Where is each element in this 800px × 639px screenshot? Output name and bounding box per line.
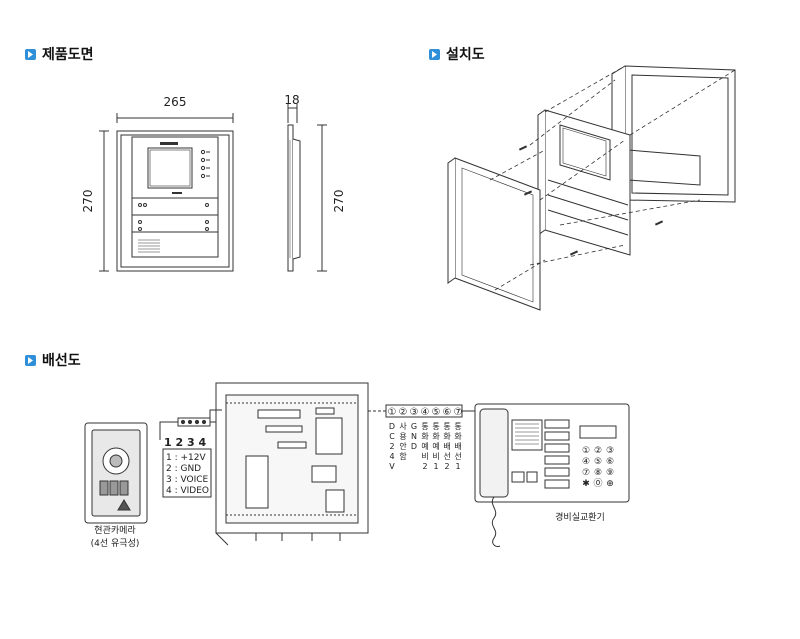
terminal-5-label-char: 통 <box>432 422 439 431</box>
terminal-2-label-char: 함 <box>399 452 407 461</box>
arrow-bullet-icon <box>429 48 440 60</box>
keypad-key: ⑧ <box>594 468 602 478</box>
device-unit <box>537 109 631 256</box>
terminal-6-label-char: 선 <box>443 452 450 461</box>
terminal-3-label-char: D <box>411 442 417 451</box>
terminal-6-label-char: 화 <box>443 432 451 441</box>
terminal-2-label-char: 용 <box>399 432 406 441</box>
terminal-numbers: ① ② ③ ④ ⑤ ⑥ ⑦ <box>388 407 463 418</box>
terminal-4-label-char: 화 <box>421 432 429 441</box>
terminal-5-label-char: 비 <box>432 452 439 461</box>
terminal-4-label-char: 2 <box>422 462 427 471</box>
keypad-key: ⓪ <box>593 478 602 489</box>
keypad-key: ⊕ <box>606 479 614 489</box>
keypad-key: ④ <box>582 457 590 467</box>
terminal-7-label-char: 선 <box>454 452 461 461</box>
arrow-bullet-icon <box>25 354 36 366</box>
terminal-2: ② <box>399 407 408 418</box>
pin-2: 2 : GND <box>166 464 201 474</box>
terminal-6-label-char: 통 <box>443 422 450 431</box>
terminal-7: ⑦ <box>454 407 463 418</box>
terminal-7-label-char: 통 <box>454 422 461 431</box>
terminal-6: ⑥ <box>443 407 452 418</box>
terminal-2-label-char: 사 <box>399 422 407 431</box>
dimension-height: 270 <box>81 190 95 213</box>
camera-label: 현관카메라 <box>94 525 136 536</box>
terminal-5-label-char: 예 <box>432 441 439 451</box>
keypad-key: ⑦ <box>582 468 590 478</box>
dimension-width: 265 <box>164 95 187 109</box>
terminal-5-label-char: 1 <box>433 462 438 471</box>
terminal-3-label-char: N <box>411 432 417 441</box>
product-side-view <box>287 104 327 272</box>
guard-keypad: ① ② ③ ④ ⑤ ⑥ ⑦ ⑧ ⑨ ✱ ⓪ ⊕ <box>582 446 614 489</box>
terminal-3: ③ <box>410 407 419 418</box>
product-front-view <box>99 113 234 272</box>
pin-3: 3 : VOICE <box>166 475 209 485</box>
terminal-1-label-char: V <box>389 462 395 471</box>
terminal-4-label-char: 통 <box>421 422 428 431</box>
dimension-depth: 18 <box>284 93 299 107</box>
keypad-key: ⑤ <box>594 457 602 467</box>
door-camera <box>84 422 148 524</box>
terminal-7-label-char: 화 <box>454 432 462 441</box>
terminal-1-label-char: D <box>389 422 395 431</box>
keypad-key: ② <box>594 446 602 456</box>
pin-1: 1 : +12V <box>166 453 206 463</box>
terminal-7-label-char: 1 <box>455 462 460 471</box>
terminal-5-label-char: 화 <box>432 432 440 441</box>
terminal-2-label-char: 안 <box>399 441 407 451</box>
camera-wire <box>209 409 222 418</box>
pin-4: 4 : VIDEO <box>166 486 209 496</box>
section-installation: 설치도 <box>429 44 485 64</box>
guard-exchange-unit <box>474 403 630 547</box>
section-wiring: 배선도 <box>25 350 81 370</box>
keypad-key: ✱ <box>582 479 590 489</box>
indoor-monitor-board <box>215 382 369 546</box>
terminal-5: ⑤ <box>432 407 441 418</box>
terminal-labels: D C 2 4 V 사 용 안 함 G N D 통 화 예 비 2 통 화 예 … <box>389 422 462 471</box>
terminal-1-label-char: C <box>389 432 395 441</box>
keypad-key: ① <box>582 446 590 456</box>
camera-connector <box>159 417 222 440</box>
guard-unit-label: 경비실교환기 <box>555 511 605 523</box>
section-product-drawing: 제품도면 <box>25 44 94 64</box>
terminal-4-label-char: 예 <box>421 441 428 451</box>
section-title-installation: 설치도 <box>446 47 485 63</box>
connector-pin-numbers: 1 2 3 4 <box>164 436 206 449</box>
keypad-key: ⑥ <box>606 457 614 467</box>
terminal-1: ① <box>388 407 397 418</box>
terminal-7-label-char: 배 <box>454 442 461 451</box>
terminal-3-label-char: G <box>411 422 417 431</box>
terminal-6-label-char: 2 <box>444 462 449 471</box>
arrow-bullet-icon <box>25 48 36 60</box>
screw-icons <box>518 145 664 256</box>
keypad-key: ③ <box>606 446 614 456</box>
pin-list-box <box>162 448 212 498</box>
terminal-1-label-char: 4 <box>389 452 394 461</box>
front-cover <box>447 157 541 311</box>
terminal-1-label-char: 2 <box>389 442 394 451</box>
camera-sub-label: (4선 유극성) <box>91 538 140 549</box>
installation-exploded-view <box>447 65 736 311</box>
section-title-product-drawing: 제품도면 <box>42 47 94 63</box>
dimension-side-height: 270 <box>332 190 346 213</box>
terminal-6-label-char: 배 <box>443 442 450 451</box>
brand-mark <box>160 142 182 194</box>
terminal-4-label-char: 비 <box>421 452 428 461</box>
section-title-wiring: 배선도 <box>42 353 81 369</box>
keypad-key: ⑨ <box>606 468 614 478</box>
terminal-4: ④ <box>421 407 430 418</box>
